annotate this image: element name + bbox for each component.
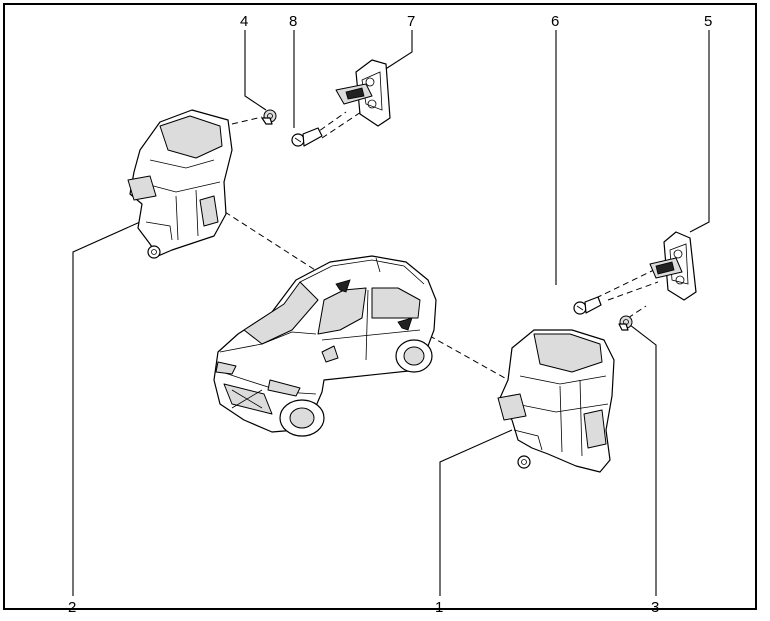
callout-7: 7 bbox=[407, 13, 415, 30]
door-striker-icon bbox=[649, 231, 697, 301]
callout-1: 1 bbox=[435, 599, 443, 616]
leader-3 bbox=[629, 324, 657, 596]
door-lock-module-icon bbox=[497, 329, 615, 473]
door-lock-module-icon bbox=[127, 109, 233, 259]
callout-5: 5 bbox=[704, 13, 712, 30]
screw-icon bbox=[291, 127, 323, 147]
leader-5 bbox=[689, 30, 710, 233]
leader-2 bbox=[72, 221, 141, 596]
callout-labels: 4 8 7 6 5 2 1 3 bbox=[68, 13, 712, 616]
leader-4 bbox=[244, 30, 267, 111]
dash-screw4 bbox=[231, 116, 263, 125]
screw-icon bbox=[573, 296, 602, 315]
dash-screw6-a bbox=[595, 267, 659, 299]
callout-3: 3 bbox=[651, 599, 659, 616]
car-icon bbox=[213, 255, 437, 437]
callout-6: 6 bbox=[551, 13, 559, 30]
leader-lines bbox=[72, 30, 710, 596]
dash-screw8-a bbox=[311, 111, 347, 137]
dash-front-lock bbox=[411, 325, 513, 383]
door-striker-icon bbox=[335, 59, 391, 127]
dash-screw6-b bbox=[607, 281, 659, 301]
leader-1 bbox=[439, 429, 513, 596]
dash-screw3 bbox=[627, 305, 647, 319]
callout-4: 4 bbox=[240, 13, 248, 30]
screw-icon bbox=[261, 109, 277, 125]
callout-2: 2 bbox=[68, 599, 76, 616]
screw-icon bbox=[618, 315, 633, 331]
leader-7 bbox=[383, 30, 413, 71]
callout-8: 8 bbox=[289, 13, 297, 30]
